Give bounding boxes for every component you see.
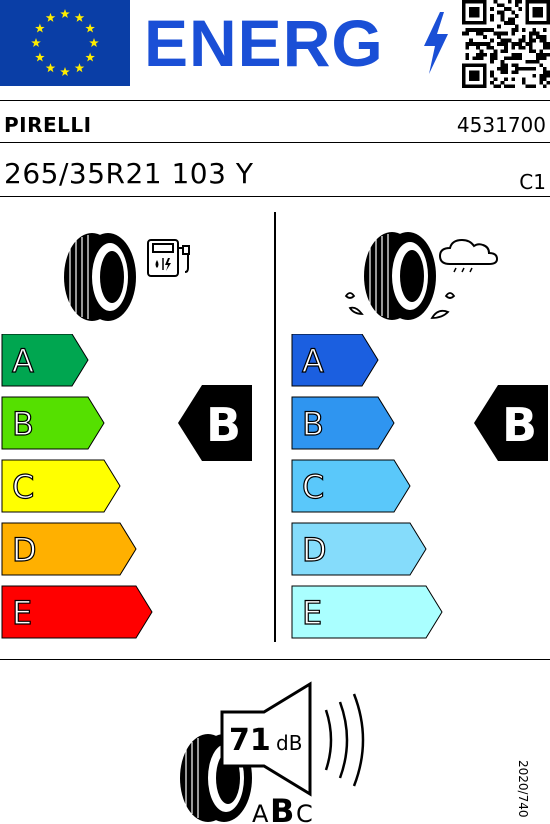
- noise-class-b: B: [270, 792, 294, 824]
- eu-star-icon: [60, 67, 70, 76]
- section-divider: [274, 212, 276, 642]
- noise-class-c: C: [296, 800, 313, 824]
- fuel-bar-b: [1, 396, 105, 450]
- tyre-icon: [64, 233, 136, 321]
- splash-icon: [430, 292, 456, 319]
- wet-bar-d: [291, 522, 427, 576]
- wet-bar-c: [291, 459, 411, 513]
- eu-star-icon: [85, 23, 95, 33]
- eu-star-icon: [45, 63, 56, 73]
- noise-section: 71 dB A B C: [180, 681, 365, 824]
- fuel-rating-marker: [178, 385, 252, 461]
- wet-bar-a: [291, 334, 379, 387]
- fuel-label-b: B: [12, 405, 34, 443]
- wet-label-b: B: [302, 405, 324, 443]
- wet-label-a: A: [302, 342, 324, 380]
- wet-label-d: D: [302, 531, 327, 569]
- fuel-label-a: A: [12, 342, 34, 380]
- eu-star-icon: [31, 38, 41, 47]
- tyre-size: 265/35R21 103 Y: [4, 157, 254, 190]
- article-number: 4531700: [456, 113, 546, 137]
- eu-star-icon: [74, 12, 85, 22]
- eu-star-icon: [60, 9, 70, 18]
- fuel-bar-c: [1, 459, 121, 513]
- eu-star-icon: [74, 63, 85, 73]
- fuel-label-d: D: [12, 531, 37, 569]
- wet-label-c: C: [302, 468, 324, 506]
- energy-banner: ENERG: [138, 0, 453, 86]
- brand-name: PIRELLI: [4, 113, 92, 137]
- eu-flag: [0, 0, 130, 86]
- regulation-reference: 2020/740: [516, 760, 530, 818]
- energy-title: ENERG: [144, 6, 384, 80]
- sound-waves-icon: [324, 693, 365, 787]
- rain-cloud-icon: [438, 238, 499, 273]
- fuel-bar-e: [1, 585, 153, 639]
- noise-class-a: A: [252, 800, 269, 824]
- divider-line: [0, 100, 550, 101]
- speaker-icon: [220, 681, 312, 797]
- eu-star-icon: [45, 12, 56, 22]
- eu-star-icon: [35, 23, 45, 33]
- wet-rating-value: B: [502, 398, 537, 452]
- fuel-bar-d: [1, 522, 137, 576]
- tyre-icon: [364, 232, 436, 320]
- wet-bar-e: [291, 585, 443, 639]
- divider-line: [0, 659, 550, 660]
- eu-star-icon: [89, 38, 99, 47]
- tyre-class: C1: [519, 170, 546, 194]
- divider-line: [0, 196, 550, 197]
- fuel-pump-icon: [147, 239, 190, 277]
- wet-rating-marker: [474, 385, 548, 461]
- divider-line: [0, 142, 550, 143]
- fuel-label-e: E: [12, 594, 32, 632]
- splash-icon: [344, 292, 364, 315]
- qr-code[interactable]: [462, 0, 550, 88]
- fuel-label-c: C: [12, 468, 34, 506]
- wet-bar-b: [291, 396, 395, 450]
- fuel-bar-a: [1, 334, 89, 387]
- noise-unit: dB: [276, 731, 302, 755]
- fuel-rating-value: B: [206, 398, 241, 452]
- noise-value: 71: [229, 723, 271, 758]
- eu-star-icon: [85, 52, 95, 62]
- lightning-icon: [424, 12, 448, 74]
- wet-label-e: E: [302, 594, 322, 632]
- eu-star-icon: [35, 52, 45, 62]
